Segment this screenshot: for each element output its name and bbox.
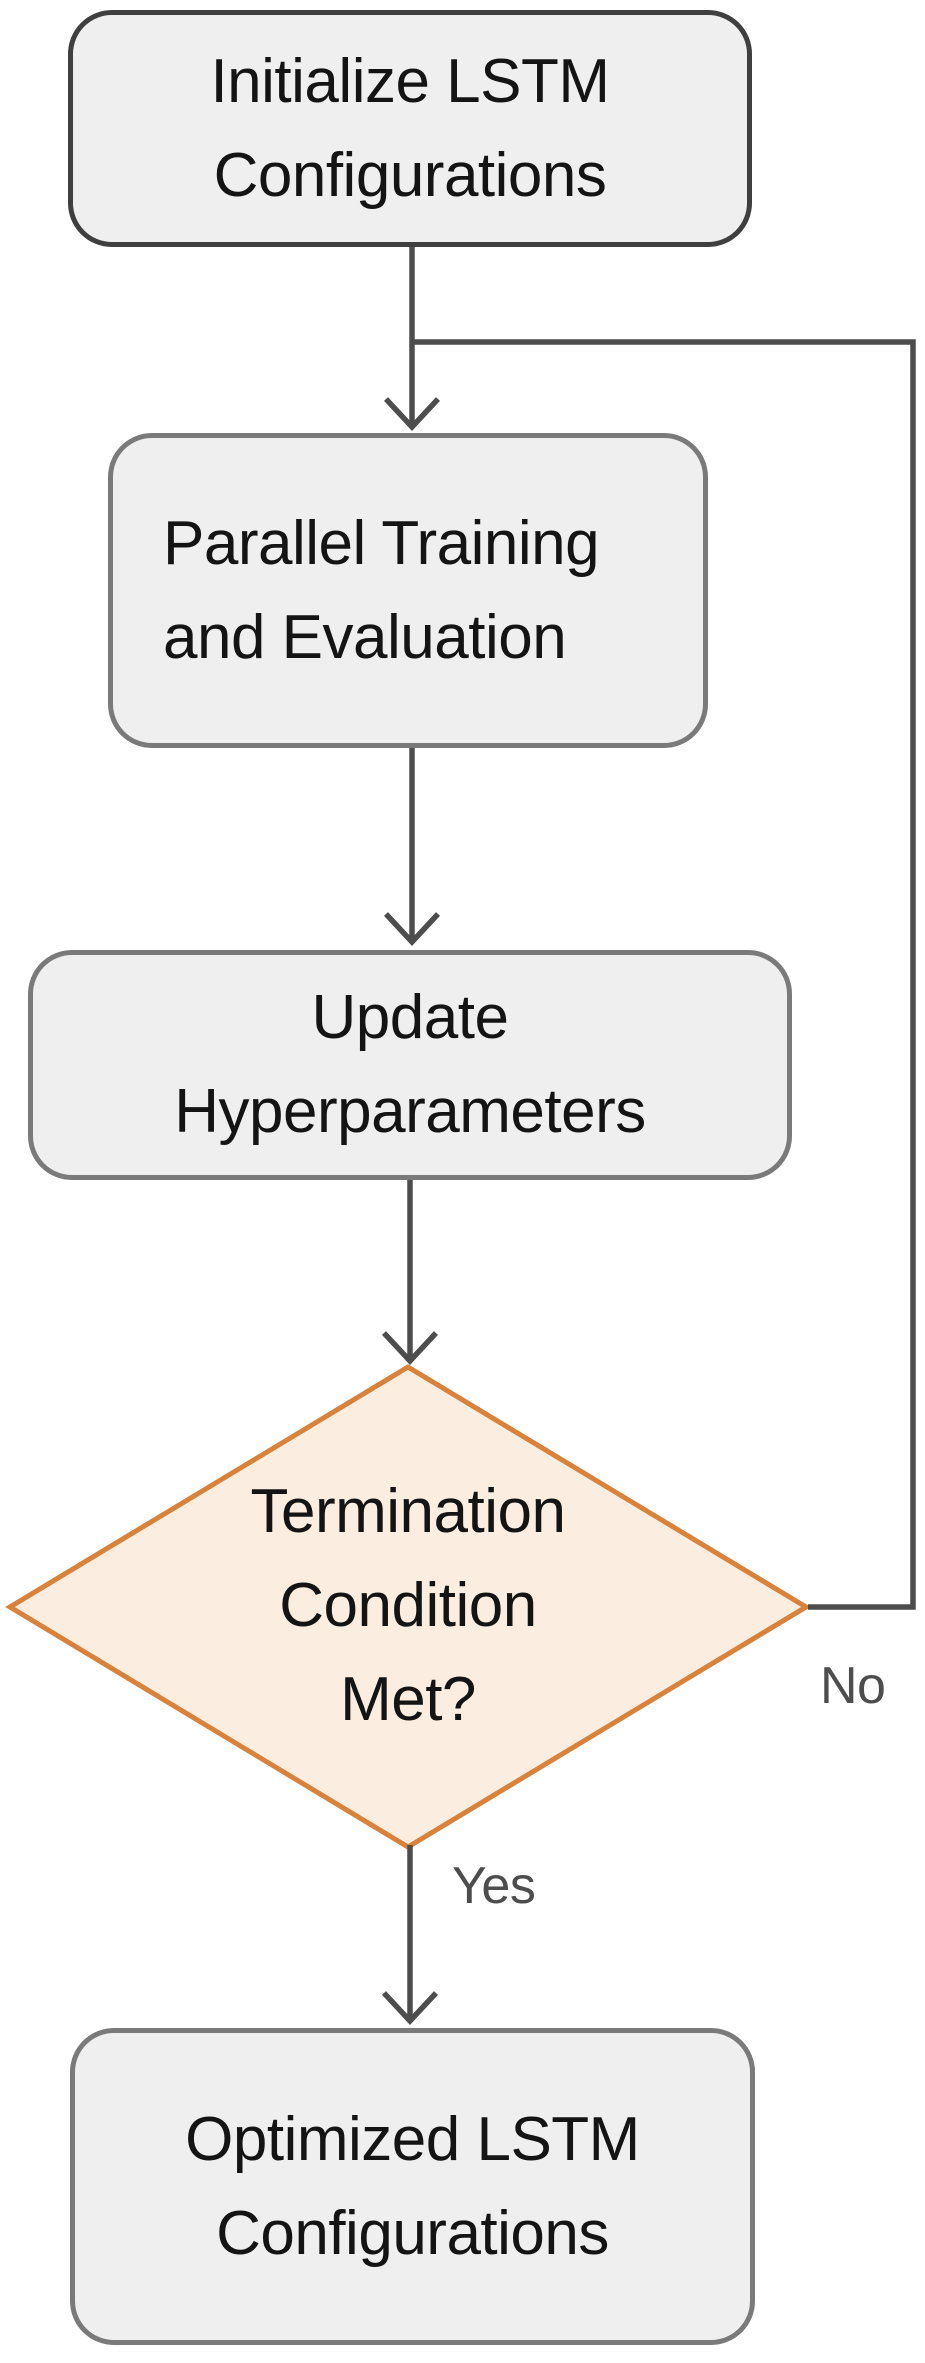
node-label-line: Optimized LSTM (185, 2104, 640, 2174)
edge-train-to-update (383, 748, 441, 947)
edge-no-loop (412, 339, 916, 1610)
edge-init-to-train (383, 247, 441, 432)
node-label-line: Met? (340, 1665, 476, 1734)
node-label-line: Configurations (213, 140, 607, 210)
edge-label-no: No (820, 1657, 886, 1715)
node-label-line: Hyperparameters (174, 1077, 646, 1146)
arrowhead-into-update (383, 912, 441, 947)
node-termination-condition-met: Termination Condition Met? (108, 1466, 708, 1746)
node-label-line: and Evaluation (163, 602, 567, 672)
node-label-line: Parallel Training (163, 508, 600, 578)
arrowhead-into-decision (381, 1331, 439, 1366)
edge-update-to-decision (381, 1180, 439, 1366)
edge-label-yes: Yes (452, 1857, 536, 1915)
node-label-line: Update (311, 983, 509, 1052)
node-label-line: Condition (279, 1571, 537, 1640)
arrowhead-into-train (383, 397, 441, 432)
node-parallel-training-and-evaluation: Parallel Training and Evaluation (108, 433, 708, 748)
node-optimized-lstm-configurations: Optimized LSTM Configurations (70, 2028, 755, 2345)
node-label-line: Initialize LSTM (210, 46, 610, 116)
node-initialize-lstm-configurations: Initialize LSTM Configurations (68, 10, 752, 247)
node-label-line: Termination (250, 1477, 566, 1546)
edge-decision-to-result (381, 1845, 439, 2026)
node-update-hyperparameters: Update Hyperparameters (28, 950, 792, 1180)
arrowhead-into-result (381, 1991, 439, 2026)
node-label-line: Configurations (216, 2198, 609, 2268)
